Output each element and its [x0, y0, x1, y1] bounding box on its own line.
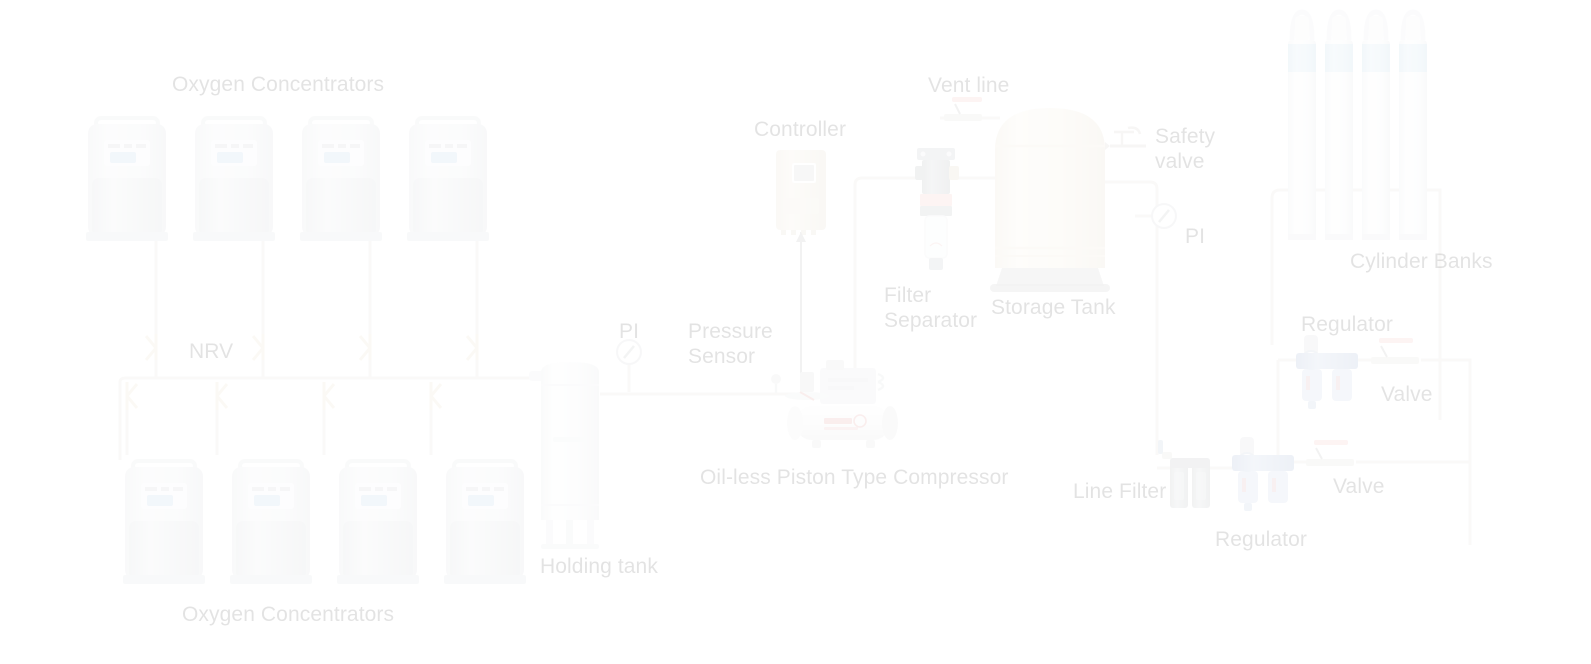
oxygen-concentrator-bank-bottom	[123, 459, 526, 584]
nrv-icon	[358, 334, 372, 361]
gas-cylinder	[1399, 9, 1427, 240]
label-pressure-sensor: Pressure Sensor	[688, 320, 773, 368]
vent-line-valve-icon	[944, 97, 982, 121]
oil-less-piston-compressor	[785, 360, 898, 448]
label-filter-separator: Filter Separator	[884, 284, 978, 332]
nrv-icon	[465, 334, 479, 361]
nrv-valve-group-bottom	[125, 382, 443, 410]
label-valve-lower: Valve	[1333, 475, 1385, 498]
label-holding-tank: Holding tank	[540, 555, 658, 578]
storage-tank	[990, 108, 1110, 292]
label-storage-tank: Storage Tank	[991, 296, 1116, 319]
line-filter	[1158, 440, 1210, 508]
label-oxygen-concentrators-top: Oxygen Concentrators	[172, 73, 385, 96]
label-valve-upper: Valve	[1381, 383, 1433, 406]
oxygen-concentrator	[300, 116, 382, 241]
regulator-upper	[1296, 335, 1358, 409]
label-cylinder-banks: Cylinder Banks	[1350, 250, 1493, 273]
pressure-sensor-icon	[771, 374, 781, 393]
controller	[776, 150, 826, 242]
oxygen-concentrator-bank-top	[86, 116, 489, 241]
gas-cylinder	[1288, 9, 1316, 240]
holding-tank	[529, 362, 599, 549]
label-pi-storage-tank: PI	[1185, 225, 1206, 248]
filter-separator	[915, 148, 959, 270]
label-regulator-lower: Regulator	[1215, 528, 1307, 551]
nrv-icon	[322, 382, 336, 410]
label-vent-line: Vent line	[928, 74, 1010, 97]
regulator-lower	[1232, 437, 1294, 511]
gas-cylinder	[1325, 9, 1353, 240]
label-safety-valve: Safety valve	[1155, 125, 1216, 173]
label-oxygen-concentrators-bottom: Oxygen Concentrators	[182, 603, 395, 626]
oxygen-concentrator	[337, 459, 419, 584]
valve-lower-icon	[1306, 440, 1354, 466]
label-pi-holding-tank: PI	[619, 320, 640, 343]
oxygen-concentrator	[123, 459, 205, 584]
label-controller: Controller	[754, 118, 847, 141]
nrv-icon	[215, 382, 229, 410]
pressure-gauge-pi-icon	[1151, 203, 1177, 229]
label-line-filter: Line Filter	[1073, 480, 1167, 503]
oxygen-concentrator	[193, 116, 275, 241]
oxygen-concentrator	[230, 459, 312, 584]
label-compressor: Oil-less Piston Type Compressor	[700, 466, 1009, 489]
gas-cylinder	[1362, 9, 1390, 240]
pressure-gauge-pi-icon	[616, 339, 642, 365]
piping-network	[118, 116, 1472, 545]
nrv-icon	[144, 334, 158, 361]
label-nrv: NRV	[189, 340, 234, 363]
safety-valve-icon	[1105, 126, 1146, 150]
nrv-valve-group-top	[144, 334, 479, 361]
nrv-icon	[429, 382, 443, 410]
oxygen-concentrator	[407, 116, 489, 241]
cylinder-bank-group	[1288, 9, 1427, 240]
valve-upper-icon	[1371, 338, 1419, 364]
nrv-icon	[125, 382, 139, 410]
oxygen-concentrator	[86, 116, 168, 241]
nrv-icon	[251, 334, 265, 361]
label-regulator-upper: Regulator	[1301, 313, 1393, 336]
oxygen-concentrator	[444, 459, 526, 584]
